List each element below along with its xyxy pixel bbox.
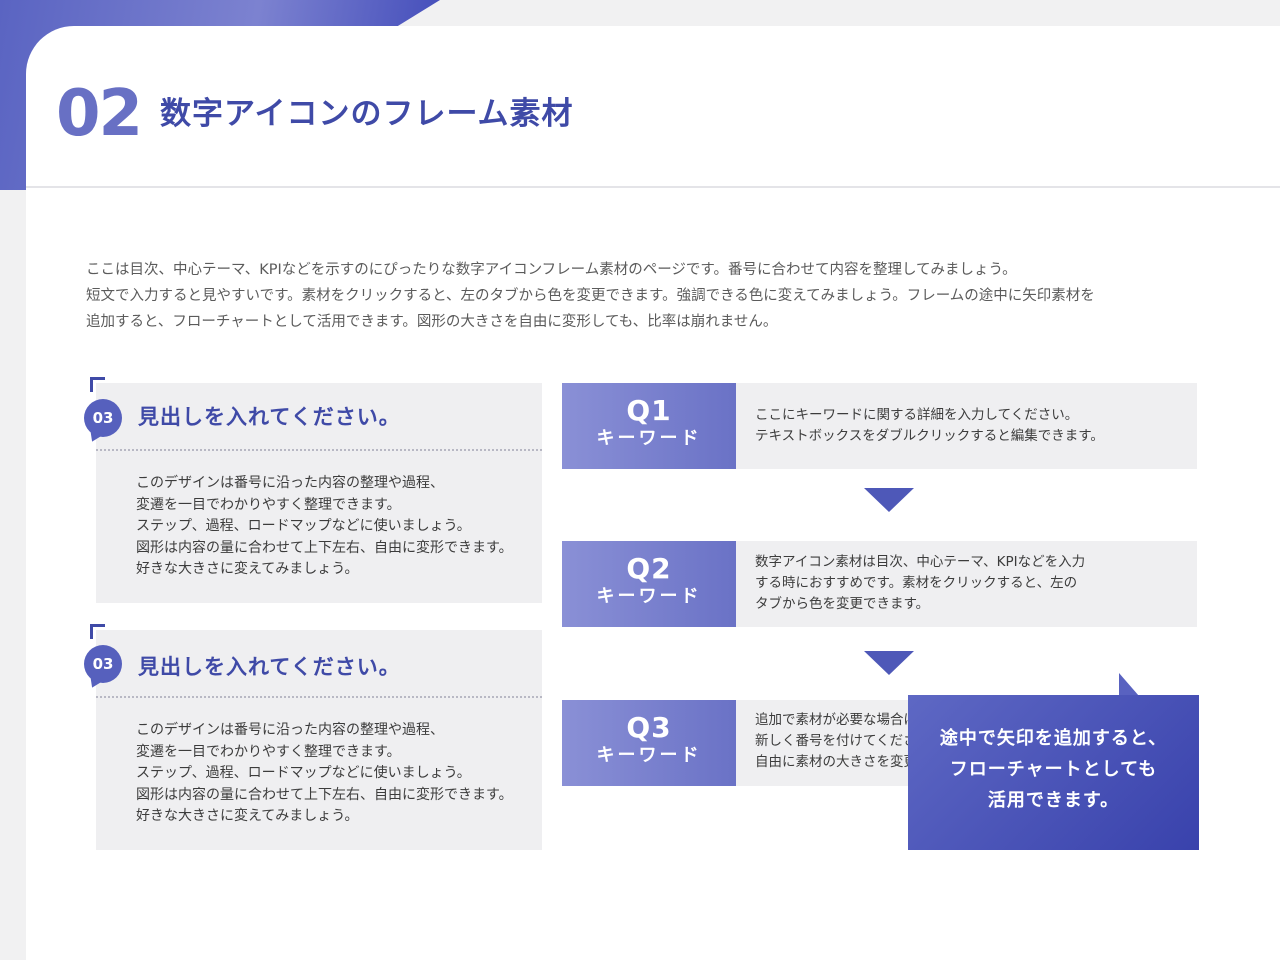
question-label: Q2 キーワード — [562, 541, 736, 627]
question-detail: 数字アイコン素材は目次、中心テーマ、KPIなどを入力 する時におすすめです。素材… — [755, 552, 1085, 615]
question-number: Q1 — [626, 394, 672, 427]
question-detail-line: 数字アイコン素材は目次、中心テーマ、KPIなどを入力 — [755, 554, 1086, 570]
intro-line: ここは目次、中心テーマ、KPIなどを示すのにぴったりな数字アイコンフレーム素材の… — [86, 262, 1017, 278]
page-title: 数字アイコンのフレーム素材 — [160, 96, 574, 132]
question-keyword: キーワード — [596, 586, 702, 607]
card-body-line: 図形は内容の量に合わせて上下左右、自由に変形できます。 — [136, 786, 513, 803]
card-body-line: 変遷を一目でわかりやすく整理できます。 — [136, 743, 401, 760]
card-body-line: 変遷を一目でわかりやすく整理できます。 — [136, 496, 401, 513]
question-label: Q1 キーワード — [562, 383, 736, 469]
callout-text: 途中で矢印を追加すると、 フローチャートとしても 活用できます。 — [908, 723, 1199, 816]
flow-arrow-down-icon — [864, 651, 914, 675]
question-label: Q3 キーワード — [562, 700, 736, 786]
question-detail-line: タブから色を変更できます。 — [755, 596, 930, 612]
number-badge: 03 — [84, 399, 122, 437]
question-number: Q3 — [626, 711, 672, 744]
flow-arrow-down-icon — [864, 488, 914, 512]
card-body-line: このデザインは番号に沿った内容の整理や過程、 — [136, 475, 444, 491]
heading-card[interactable]: 03 見出しを入れてください。 このデザインは番号に沿った内容の整理や過程、 変… — [84, 630, 542, 850]
question-detail-line: する時におすすめです。素材をクリックすると、左の — [755, 575, 1078, 591]
question-detail-line: 自由に素材の大きさを変更 — [755, 754, 917, 770]
card-corner-bracket — [90, 624, 105, 639]
callout-line: 活用できます。 — [987, 790, 1120, 811]
dotted-divider — [96, 449, 542, 451]
question-detail-line: 新しく番号を付けてくださ — [755, 733, 917, 749]
question-number: Q2 — [626, 552, 672, 585]
card-body-line: 好きな大きさに変えてみましょう。 — [136, 808, 359, 824]
question-row-q2[interactable]: Q2 キーワード 数字アイコン素材は目次、中心テーマ、KPIなどを入力 する時に… — [562, 541, 1197, 627]
header-divider — [26, 186, 1280, 188]
heading-card[interactable]: 03 見出しを入れてください。 このデザインは番号に沿った内容の整理や過程、 変… — [84, 383, 542, 603]
card-body-line: ステップ、過程、ロードマップなどに使いましょう。 — [136, 765, 471, 781]
card-body-line: ステップ、過程、ロードマップなどに使いましょう。 — [136, 518, 471, 534]
card-body-line: 図形は内容の量に合わせて上下左右、自由に変形できます。 — [136, 539, 513, 556]
intro-line: 短文で入力すると見やすいです。素材をクリックすると、左のタブから色を変更できます… — [86, 288, 1095, 304]
question-detail-line: ここにキーワードに関する詳細を入力してください。 — [755, 407, 1079, 423]
intro-line: 追加すると、フローチャートとして活用できます。図形の大きさを自由に変形しても、比… — [86, 314, 778, 330]
question-row-q1[interactable]: Q1 キーワード ここにキーワードに関する詳細を入力してください。 テキストボッ… — [562, 383, 1197, 469]
question-detail: 追加で素材が必要な場合は 新しく番号を付けてくださ 自由に素材の大きさを変更 — [755, 710, 917, 773]
dotted-divider — [96, 696, 542, 698]
question-keyword: キーワード — [596, 428, 702, 449]
question-detail-line: 追加で素材が必要な場合は — [755, 712, 917, 728]
question-detail: ここにキーワードに関する詳細を入力してください。 テキストボックスをダブルクリッ… — [755, 405, 1104, 447]
card-heading: 見出しを入れてください。 — [138, 655, 401, 679]
callout-line: フローチャートとしても — [949, 759, 1158, 780]
card-body: このデザインは番号に沿った内容の整理や過程、 変遷を一目でわかりやすく整理できま… — [136, 720, 513, 828]
callout-tail — [1119, 673, 1139, 696]
intro-paragraph: ここは目次、中心テーマ、KPIなどを示すのにぴったりな数字アイコンフレーム素材の… — [86, 257, 1236, 335]
question-keyword: キーワード — [596, 745, 702, 766]
card-body: このデザインは番号に沿った内容の整理や過程、 変遷を一目でわかりやすく整理できま… — [136, 473, 513, 581]
card-body-line: このデザインは番号に沿った内容の整理や過程、 — [136, 722, 444, 738]
card-body-line: 好きな大きさに変えてみましょう。 — [136, 561, 359, 577]
section-number: 02 — [56, 77, 143, 151]
callout-line: 途中で矢印を追加すると、 — [939, 728, 1168, 749]
number-badge: 03 — [84, 645, 122, 683]
question-detail-line: テキストボックスをダブルクリックすると編集できます。 — [755, 428, 1104, 444]
callout-box[interactable]: 途中で矢印を追加すると、 フローチャートとしても 活用できます。 — [908, 695, 1199, 850]
card-corner-bracket — [90, 377, 105, 392]
card-heading: 見出しを入れてください。 — [138, 405, 401, 429]
